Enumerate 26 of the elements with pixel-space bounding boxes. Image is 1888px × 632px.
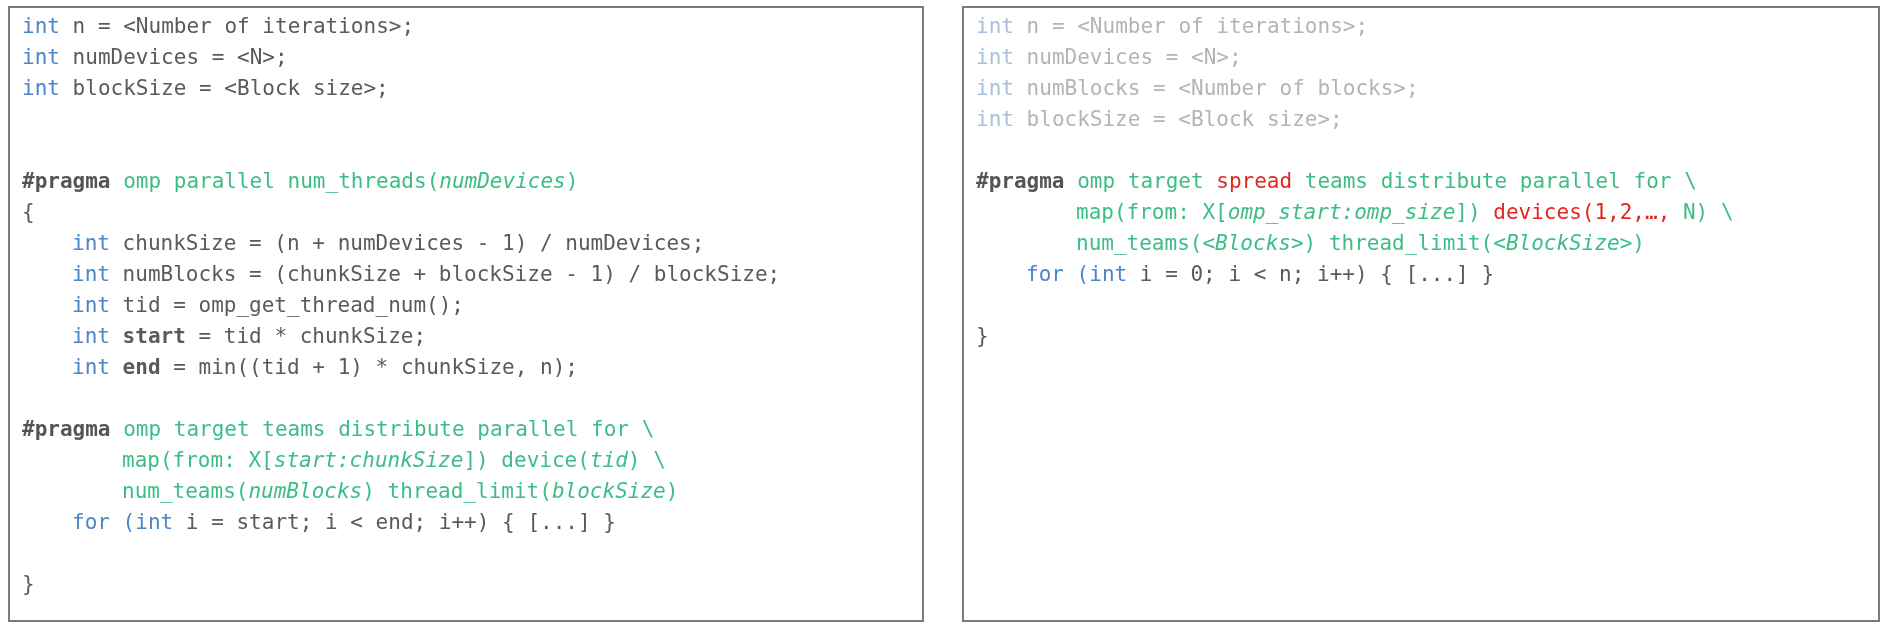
code-line: for (int i = 0; i < n; i++) { [...] }	[1026, 261, 1495, 288]
code-line: int tid = omp_get_thread_num();	[72, 292, 464, 319]
code-line: int chunkSize = (n + numDevices - 1) / numDevices;	[72, 230, 705, 257]
code-line: int numDevices = <N>;	[976, 44, 1242, 71]
code-line: int end = min((tid + 1) * chunkSize, n);	[72, 354, 578, 381]
code-line: int blockSize = <Block size>;	[22, 75, 389, 102]
code-line: #pragma omp target spread teams distribute parallel for \	[976, 168, 1697, 195]
code-line: map(from: X[start:chunkSize]) device(tid) \	[122, 447, 666, 474]
code-line: num_teams(<Blocks>) thread_limit(<BlockSize>)	[1076, 230, 1645, 257]
code-line: int start = tid * chunkSize;	[72, 323, 427, 350]
code-line: for (int i = start; i < end; i++) { [...] }	[72, 509, 616, 536]
code-line: int numDevices = <N>;	[22, 44, 288, 71]
code-line: int numBlocks = <Number of blocks>;	[976, 75, 1419, 102]
code-panel	[8, 6, 924, 622]
code-line: }	[976, 323, 989, 350]
code-line: int numBlocks = (chunkSize + blockSize - 1) / blockSize;	[72, 261, 781, 288]
code-line: }	[22, 571, 35, 598]
code-line: int n = <Number of iterations>;	[22, 13, 415, 40]
code-line: {	[22, 199, 35, 226]
code-line: map(from: X[omp_start:omp_size]) devices(1,2,…, N) \	[1076, 199, 1734, 226]
code-line: int blockSize = <Block size>;	[976, 106, 1343, 133]
code-line: int n = <Number of iterations>;	[976, 13, 1369, 40]
code-line: #pragma omp target teams distribute parallel for \	[22, 416, 655, 443]
code-line: num_teams(numBlocks) thread_limit(blockSize)	[122, 478, 679, 505]
code-line: #pragma omp parallel num_threads(numDevices)	[22, 168, 579, 195]
code-panel	[962, 6, 1880, 622]
